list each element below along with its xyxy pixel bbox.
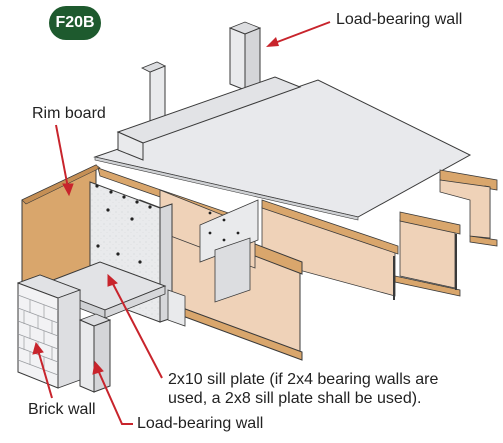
figure-badge: F20B xyxy=(49,6,101,40)
bearing-bracket xyxy=(199,199,259,303)
top-load-bearing-wall xyxy=(116,21,302,161)
i-joists xyxy=(261,169,498,300)
brick-wall xyxy=(16,274,82,389)
label-brick-wall: Brick wall xyxy=(28,401,96,418)
subfloor-panel xyxy=(93,79,472,221)
label-sill-plate-line1: 2x10 sill plate (if 2x4 bearing walls ar… xyxy=(168,371,439,388)
bottom-load-bearing-wall xyxy=(78,313,112,393)
leader-lines xyxy=(32,21,331,425)
label-load-bearing-wall-bottom: Load-bearing wall xyxy=(137,415,264,432)
label-load-bearing-wall-top: Load-bearing wall xyxy=(336,11,463,28)
label-rim-board: Rim board xyxy=(32,105,106,122)
label-sill-plate-line2: used, a 2x8 sill plate shall be used). xyxy=(168,390,422,407)
